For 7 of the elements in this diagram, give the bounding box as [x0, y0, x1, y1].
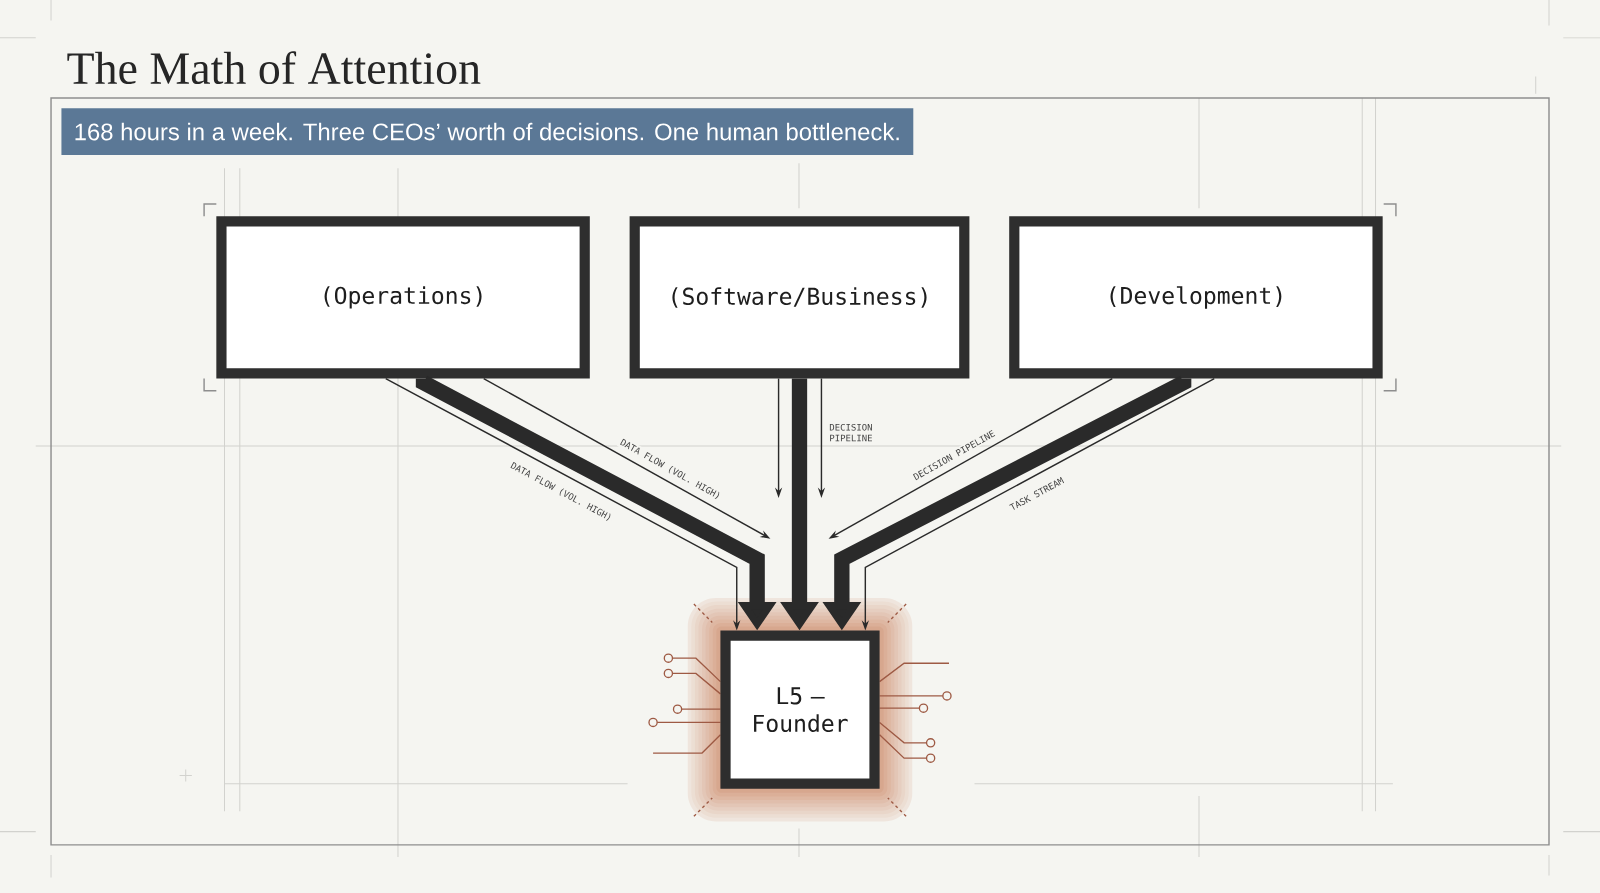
process-box: (Operations) [216, 216, 590, 379]
process-box: (Software/Business) [629, 216, 970, 379]
edge-label: DECISION PIPELINE [829, 423, 872, 442]
process-box: (Development) [1009, 216, 1383, 379]
subtitle-banner: 168 hours in a week. Three CEOs’ worth of decisions. One human bottleneck. [61, 108, 914, 156]
title: The Math of Attention [67, 51, 481, 85]
process-box: L5 – Founder [720, 630, 880, 789]
